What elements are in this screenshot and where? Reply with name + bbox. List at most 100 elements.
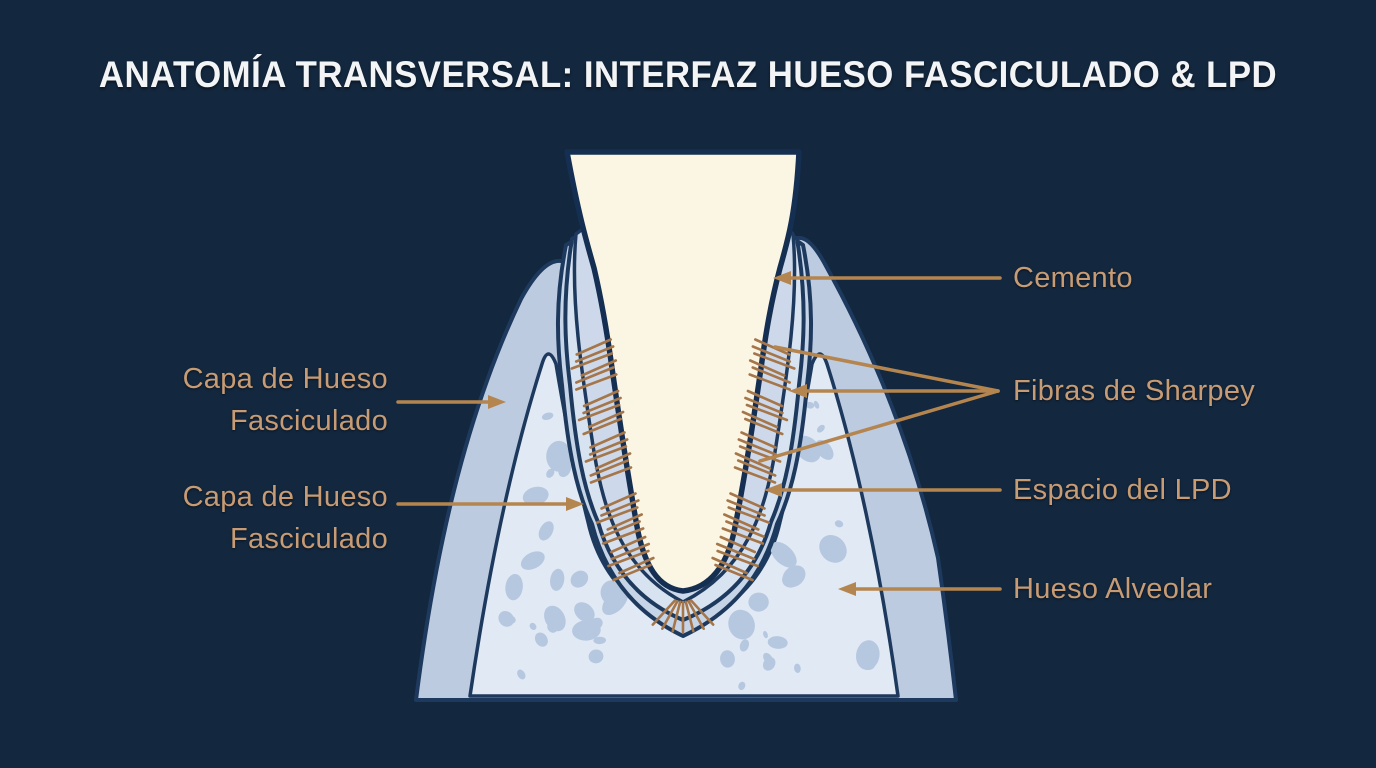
trabecular-spot [813,400,820,409]
bundle-bone-arrowhead-icon-2 [566,497,584,511]
label-bundle-bone-layer-2: Capa de Hueso Fasciculado [100,476,388,560]
sharpey-fiber [570,352,614,370]
label-bundle-bone-layer-1: Capa de Hueso Fasciculado [100,358,388,442]
trabecular-spot [541,412,554,421]
sharpey-fiber [589,459,630,477]
trabecular-spot [834,520,844,528]
sharpey-callout-line [758,389,1000,463]
sharpey-callout-line [773,345,1000,393]
trabecular-spot [748,592,769,612]
label-sharpey-fibers: Fibras de Sharpey [1013,375,1256,407]
label-line: Fasciculado [229,405,388,437]
sharpey-fibers [570,338,796,634]
sharpey-fiber [689,599,715,626]
sharpey-fiber [752,352,796,370]
label-cementum: Cemento [1013,262,1133,294]
sharpey-fiber [574,373,618,391]
sharpey-fiber [588,438,629,456]
sharpey-fiber [734,452,772,470]
trabecular-spot [574,624,593,639]
sharpey-fiber [748,373,792,391]
sharpey-fiber [733,466,777,484]
tooth-root [564,149,802,594]
sharpey-fiber [740,431,777,449]
diagram-title: ANATOMÍA TRANSVERSAL: INTERFAZ HUESO FAS… [98,54,1278,95]
sharpey-fiber [601,520,641,538]
sharpey-fiber [714,563,754,582]
sharpey-fiber [744,396,784,415]
trabecular-spot [529,622,537,630]
sharpey-fiber [582,396,622,415]
trabecular-spot [574,602,595,622]
sharpey-fiber [738,445,782,463]
bundle-bone-arrowhead-icon-1 [488,395,506,409]
sharpey-fiber [574,345,615,363]
sharpey-fiber [751,345,792,363]
sharpey-fiber [600,499,640,517]
sharpey-fiber [651,599,677,626]
label-line: Capa de Hueso [182,363,388,395]
trabecular-texture-spots [498,400,880,691]
sharpey-arrowhead-icon [789,384,807,398]
sharpey-fiber [582,389,620,408]
sharpey-fiber [715,542,756,561]
sharpey-fiber [729,492,766,510]
callout-arrows [396,271,1002,596]
sharpey-fiber [719,535,757,554]
sharpey-fiber [726,499,766,517]
sharpey-fiber [746,389,784,408]
sharpey-fiber [600,492,637,510]
sharpey-fiber [575,338,613,356]
pdl-arrowhead-icon [764,483,782,497]
trabecular-spot [534,632,548,647]
sharpey-fiber [716,549,759,568]
trabecular-spot [600,580,623,605]
sharpey-fiber [601,527,645,545]
trabecular-spot [522,486,549,506]
sharpey-fiber [574,366,615,384]
trabecular-spot [498,611,514,627]
trabecular-spot [767,636,788,649]
sharpey-fiber [671,600,682,633]
trabecular-spot [720,650,735,668]
sharpey-fiber [607,549,650,568]
sharpey-fiber [584,445,628,463]
sharpey-fiber [610,542,651,561]
trabecular-spot [805,401,815,409]
sharpey-fiber [582,417,623,436]
sharpey-fiber [618,556,655,575]
sharpey-fiber [595,506,639,524]
sharpey-fiber [751,366,792,384]
label-alveolar-bone: Hueso Alveolar [1013,573,1213,605]
label-pdl-space: Espacio del LPD [1013,474,1232,506]
sharpey-fiber [722,513,760,531]
trabecular-spot [763,631,768,639]
trabecular-spot [517,669,526,680]
sharpey-fiber [684,600,695,633]
trabecular-spot [739,639,750,652]
sharpey-fiber [660,599,679,631]
sharpey-fiber [711,556,748,575]
sharpey-fiber [743,417,784,436]
trabecular-spot [858,657,876,670]
trabecular-spot [570,570,589,588]
sharpey-fiber [589,431,626,449]
trabecular-spot [728,609,755,640]
sharpey-fiber [687,599,706,631]
sharpey-fiber [612,563,652,582]
cementum-arrowhead-icon [773,271,791,285]
trabecular-spot [508,615,516,624]
trabecular-spot [558,460,572,478]
trabecular-spot [816,424,825,433]
sharpey-fiber [741,410,779,429]
sharpey-fiber [737,438,778,456]
trabecular-spot [770,541,797,568]
trabecular-spot [782,573,798,588]
sharpey-fiber [748,359,786,377]
sharpey-fiber [736,459,777,477]
trabecular-spot [819,535,847,563]
sharpey-fiber [609,535,647,554]
trabecular-spot [538,521,554,541]
trabecular-spot [544,605,566,632]
